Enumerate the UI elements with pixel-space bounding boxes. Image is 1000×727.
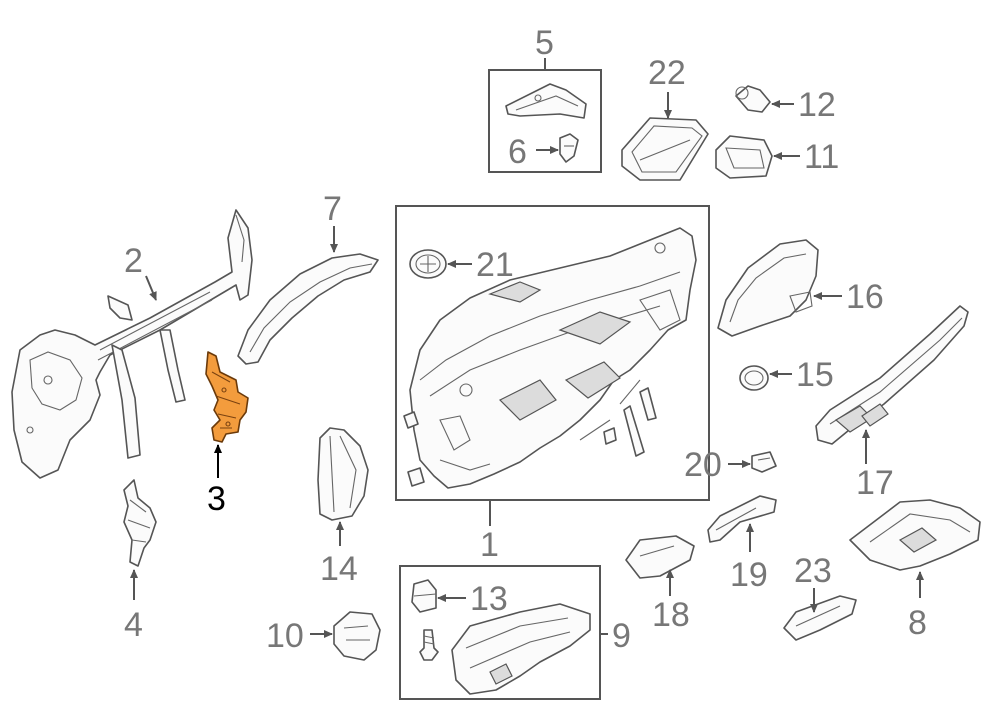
clip-part-13[interactable]: [411, 579, 437, 613]
leader-lines: [130, 58, 924, 638]
callout-7: 7: [323, 190, 342, 228]
callout-4: 4: [124, 606, 143, 644]
bracket-part-11[interactable]: [715, 135, 773, 179]
callout-6: 6: [508, 133, 527, 171]
callout-1: 1: [480, 526, 499, 564]
bracket-part-19[interactable]: [707, 495, 777, 543]
instrument-panel-part-1[interactable]: [403, 227, 697, 489]
group-box-1: [395, 205, 710, 501]
callout-19: 19: [730, 556, 768, 594]
callout-labels: 1 2 3 4 5 6 7 8 9 10 11 12 13 14 15 16 1…: [124, 24, 927, 655]
bracket-part-4[interactable]: [123, 479, 157, 567]
callout-5: 5: [535, 24, 554, 62]
bracket-part-3-highlighted[interactable]: [205, 351, 249, 443]
group-box-9: [399, 565, 601, 700]
bracket-part-23[interactable]: [783, 595, 857, 641]
callout-21: 21: [476, 246, 514, 284]
callout-17: 17: [856, 464, 894, 502]
callout-10: 10: [266, 617, 304, 655]
cover-part-5[interactable]: [505, 83, 587, 119]
lower-panel-part-8[interactable]: [849, 499, 981, 571]
group-box-5: [488, 69, 602, 173]
callout-16: 16: [846, 278, 884, 316]
bracket-part-10[interactable]: [333, 611, 381, 661]
callout-3-highlighted: 3: [207, 480, 226, 518]
callout-15: 15: [796, 356, 834, 394]
callout-8: 8: [908, 604, 927, 642]
callout-20: 20: [684, 446, 722, 484]
clip-part-6[interactable]: [559, 133, 579, 163]
callout-9: 9: [612, 617, 631, 655]
bracket-part-18[interactable]: [625, 535, 695, 579]
callout-2: 2: [124, 242, 143, 280]
lower-bracket-part-9[interactable]: [451, 603, 591, 695]
callout-11: 11: [804, 138, 839, 176]
callout-13: 13: [470, 580, 508, 618]
clip-part-20[interactable]: [751, 451, 777, 473]
callout-14: 14: [320, 550, 358, 588]
module-part-22[interactable]: [621, 117, 709, 181]
callout-12: 12: [798, 86, 836, 124]
cross-car-beam-part-2[interactable]: [11, 209, 253, 479]
callout-23: 23: [794, 552, 832, 590]
callout-18: 18: [652, 596, 690, 634]
long-trim-panel-part-17[interactable]: [815, 305, 969, 445]
callout-22: 22: [648, 54, 686, 92]
leader-2: [145, 275, 157, 301]
screw-fastener[interactable]: [419, 629, 439, 661]
round-cap-part-15[interactable]: [739, 365, 769, 391]
end-panel-part-14[interactable]: [317, 427, 369, 521]
trim-strip-part-7[interactable]: [237, 253, 379, 365]
cluster-hood-part-16[interactable]: [717, 239, 819, 337]
round-vent-part-21[interactable]: [409, 249, 447, 279]
cylinder-part-12[interactable]: [735, 85, 771, 113]
